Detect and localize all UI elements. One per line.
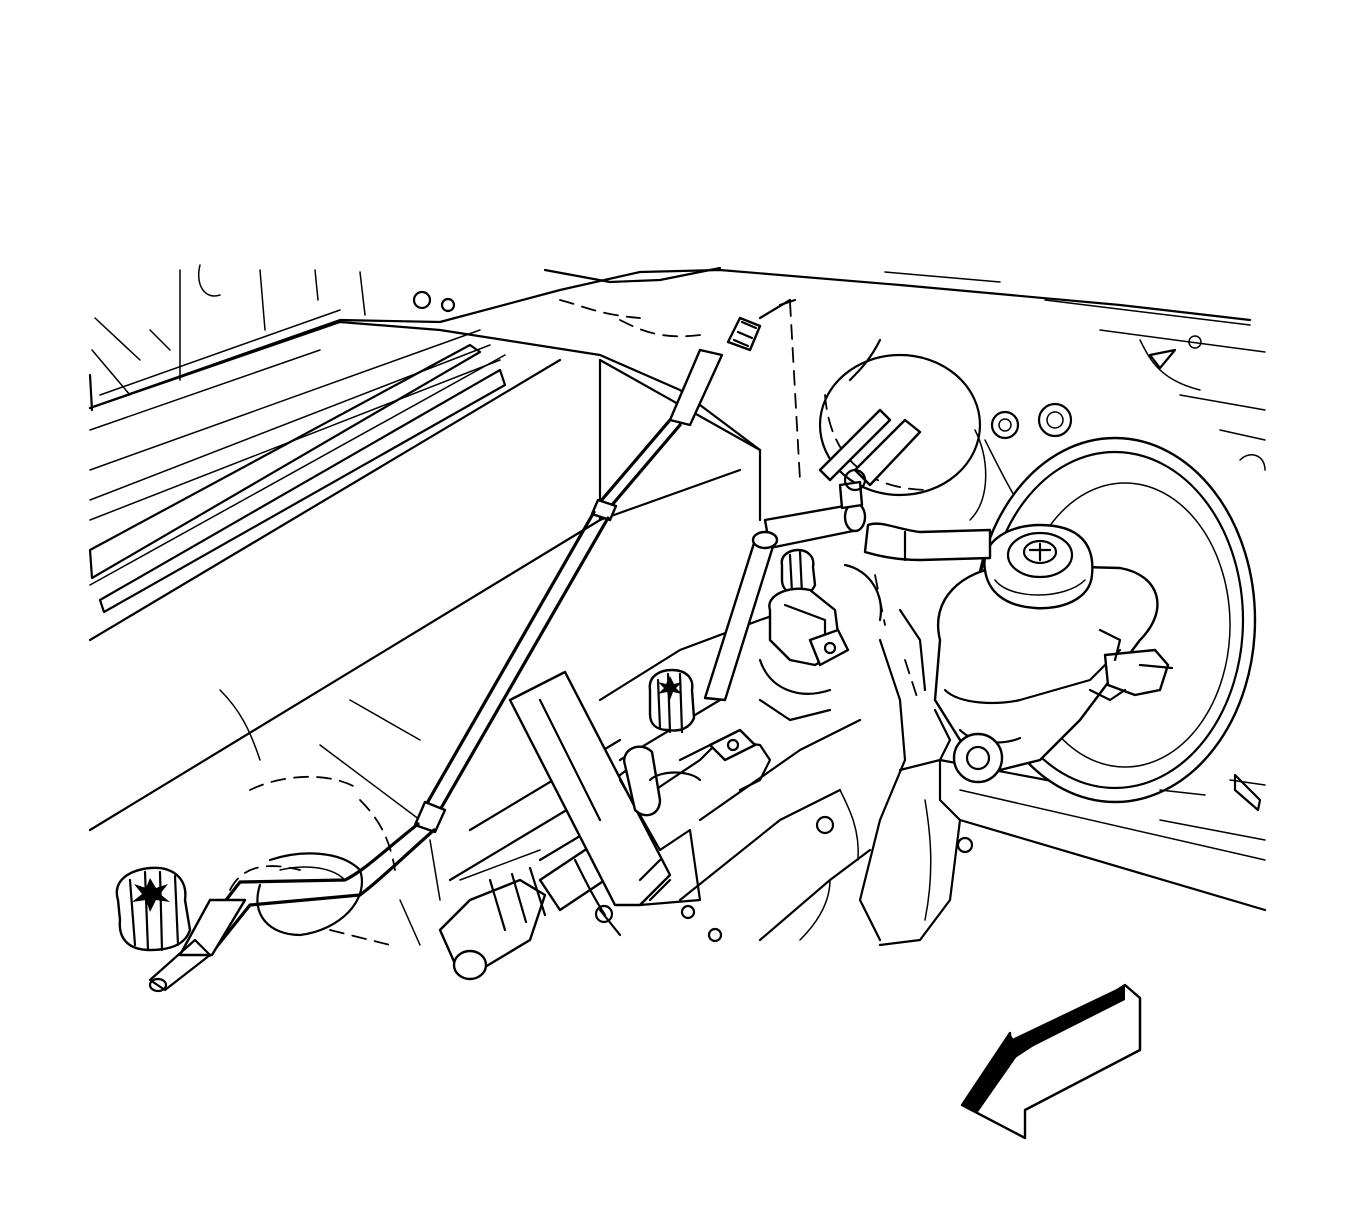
bleeder-cap-left [115,866,192,952]
valve-block [758,563,927,722]
arrow-down-left-icon [960,983,1142,1140]
engine-cover [88,309,762,832]
leader-line [778,298,801,481]
brake-hoses [703,408,992,702]
bleeder-cap-middle [648,668,696,734]
mounting-bracket [508,670,772,907]
brake-pipe [148,298,792,993]
firewall-structure [88,264,1266,521]
master-cylinder [933,523,1174,784]
